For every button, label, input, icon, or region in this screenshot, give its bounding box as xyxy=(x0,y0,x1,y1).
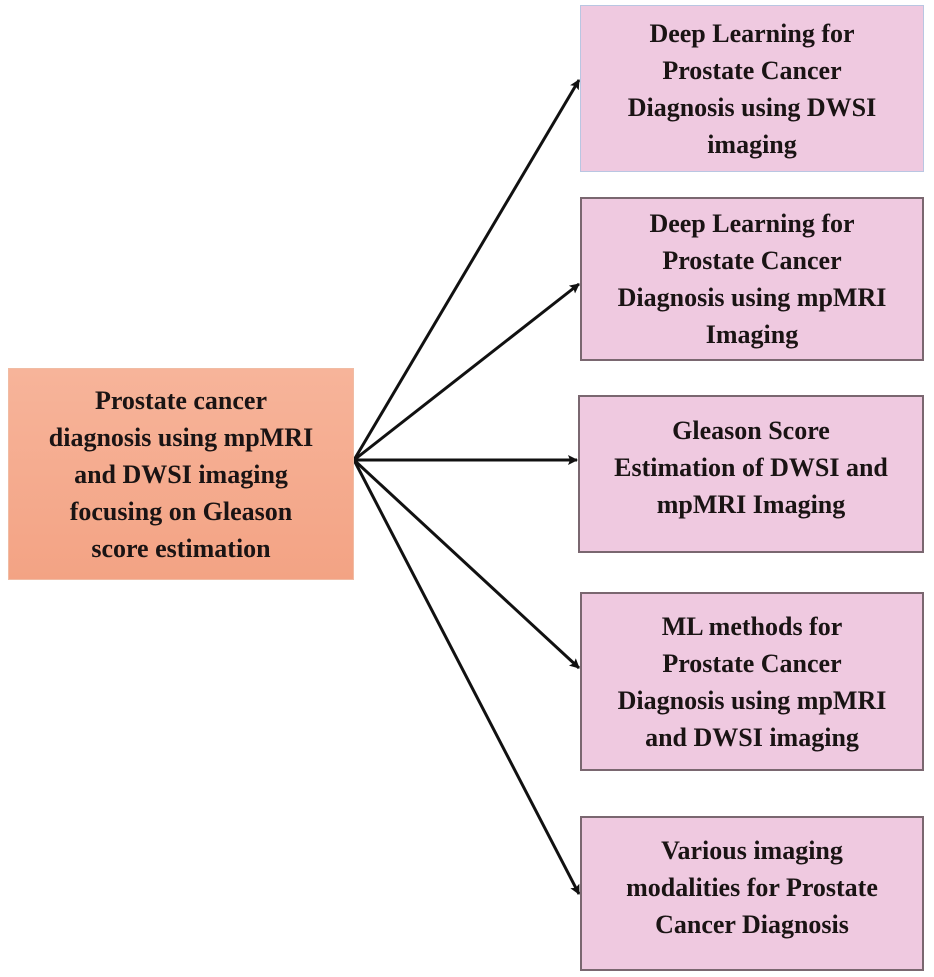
node-ml-methods: ML methods for Prostate Cancer Diagnosis… xyxy=(580,592,924,771)
arrow-to-dl-dwsi xyxy=(352,79,581,461)
root-node-label: Prostate cancer diagnosis using mpMRI an… xyxy=(48,385,314,563)
node-gleason-score-label: Gleason Score Estimation of DWSI and mpM… xyxy=(614,415,888,519)
node-imaging-modalities: Various imaging modalities for Prostate … xyxy=(580,816,924,971)
node-imaging-modalities-label: Various imaging modalities for Prostate … xyxy=(626,836,878,939)
arrow-to-imaging-modalities xyxy=(352,459,581,895)
arrow-to-ml-methods xyxy=(352,458,581,670)
node-gleason-score: Gleason Score Estimation of DWSI and mpM… xyxy=(578,395,924,553)
arrow-to-dl-mpmri xyxy=(353,282,580,462)
root-node: Prostate cancer diagnosis using mpMRI an… xyxy=(8,368,354,580)
node-dl-dwsi: Deep Learning for Prostate Cancer Diagno… xyxy=(580,5,924,172)
node-dl-mpmri-label: Deep Learning for Prostate Cancer Diagno… xyxy=(617,209,887,349)
node-dl-mpmri: Deep Learning for Prostate Cancer Diagno… xyxy=(580,197,924,361)
node-dl-dwsi-label: Deep Learning for Prostate Cancer Diagno… xyxy=(627,18,877,159)
node-ml-methods-label: ML methods for Prostate Cancer Diagnosis… xyxy=(617,611,887,752)
